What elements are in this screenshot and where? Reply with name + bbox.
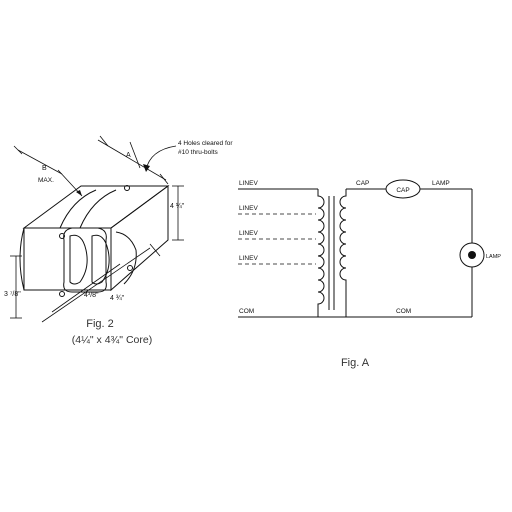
bolt-hole-3 <box>59 291 65 297</box>
fig2-caption-subtitle: (4¼" x 4¾" Core) <box>72 334 152 346</box>
fig2-caption-title: Fig. 2 <box>86 318 114 330</box>
dim-depth2-tick <box>149 243 161 257</box>
core-front-face <box>23 227 112 291</box>
coil-assembly <box>63 227 137 293</box>
primary-winding <box>317 189 325 317</box>
lamp-component-label: LAMP <box>486 254 501 260</box>
coil-top-curve-1 <box>59 189 97 229</box>
dim-a-tick-1 <box>99 135 109 147</box>
bolt-hole-1 <box>59 233 65 239</box>
figA-wiring-diagram: LINEV LINEV LINEV LINEV COM COM CAP CAP … <box>238 179 501 369</box>
dim-b-tick <box>13 145 23 155</box>
dim-b-arrow <box>76 190 82 196</box>
figA-caption: Fig. A <box>341 357 370 369</box>
dim-depth1-label: 4³/8" <box>84 292 99 299</box>
bolt-hole-2 <box>124 185 130 191</box>
linev-label-4: LINEV <box>239 255 258 262</box>
dim-depth1-line <box>51 263 121 313</box>
dim-depth2-line <box>41 247 151 323</box>
linev-label-1: LINEV <box>239 180 258 187</box>
com-label-right: COM <box>396 308 411 315</box>
com-label-left: COM <box>239 308 254 315</box>
cap-label: CAP <box>356 180 369 187</box>
dim-b-max-label: MAX. <box>38 177 54 184</box>
coil-outline <box>63 227 107 293</box>
coil-left-half <box>69 234 88 285</box>
dim-a-line <box>97 139 167 181</box>
lamp-top-label: LAMP <box>432 180 450 187</box>
dim-a-leader <box>129 141 141 169</box>
coil-side-curve <box>115 231 137 285</box>
core-top-face <box>22 185 170 229</box>
dim-b-label: B <box>42 165 47 172</box>
note-callout-curve <box>145 145 177 171</box>
core-left-edge-curve <box>19 227 25 291</box>
lamp-filament <box>468 251 476 259</box>
cap-component-label: CAP <box>396 187 409 194</box>
note-callout-arrow <box>143 164 150 172</box>
secondary-winding <box>339 189 347 317</box>
coil-top-curve-2 <box>79 189 117 229</box>
dim-a-label: A <box>126 152 131 159</box>
dim-width-label: 4 ¼" <box>170 203 185 210</box>
bolt-hole-4 <box>127 265 133 271</box>
dim-height-label: 3 ⁷/8" <box>4 291 21 298</box>
fig2-core-drawing: 4 Holes cleared for #10 thru-bolts B MAX… <box>4 135 233 346</box>
coil-right-half <box>91 234 110 285</box>
dim-a-tick-2 <box>159 173 169 185</box>
note-line-1: 4 Holes cleared for <box>178 140 233 147</box>
dim-b-line <box>17 149 63 175</box>
dim-depth2-label: 4 ¾" <box>110 295 125 302</box>
note-line-2: #10 thru-bolts <box>178 149 218 156</box>
linev-label-2: LINEV <box>239 205 258 212</box>
core-right-face <box>110 185 169 292</box>
linev-label-3: LINEV <box>239 230 258 237</box>
